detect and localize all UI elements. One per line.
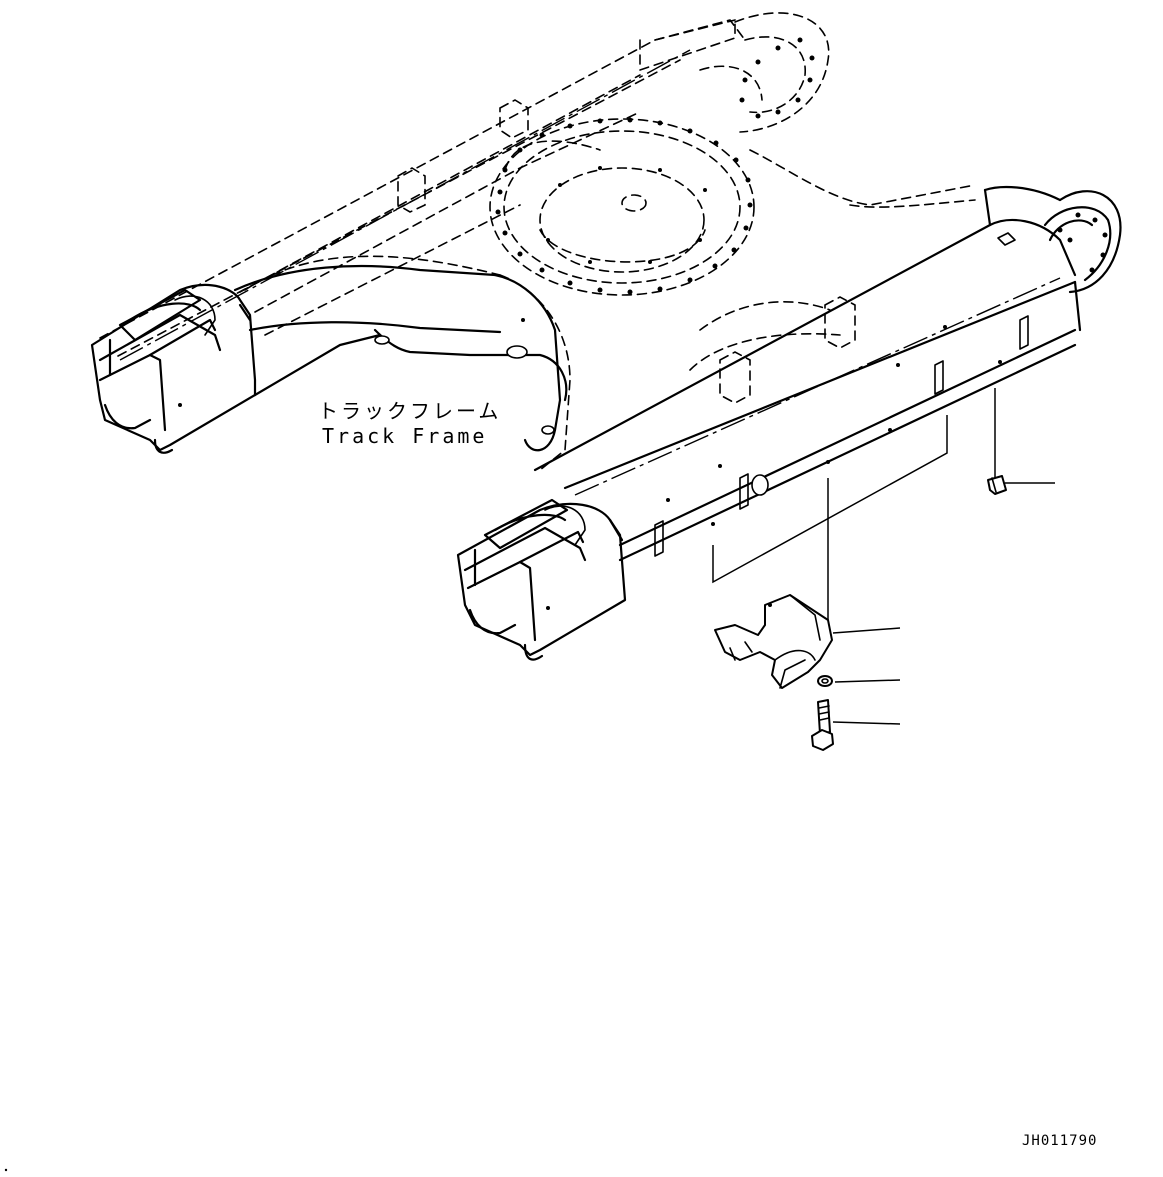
left-rail [233, 264, 568, 452]
assembly-bracket-lines [712, 388, 996, 625]
rear-sprocket-bolts [739, 37, 815, 119]
part-washer [817, 675, 833, 687]
part-name-jp: トラックフレーム [318, 399, 501, 423]
front-side-rail [533, 185, 1122, 562]
front-idler-end [456, 498, 627, 661]
swing-circle [489, 117, 755, 296]
drawing-code: JH011790 [1022, 1133, 1097, 1149]
part-name-en: Track Frame [322, 424, 487, 448]
left-idler-end [90, 283, 257, 454]
front-sprocket-bolts [1057, 212, 1108, 273]
part-leaders [832, 482, 1055, 725]
part-plug [987, 475, 1007, 495]
rear-side-rail [99, 12, 830, 361]
part-track-guard [714, 594, 833, 689]
swing-circle-bolts [495, 117, 753, 295]
part-bolt [811, 699, 834, 751]
front-rail-holes [666, 325, 1002, 526]
